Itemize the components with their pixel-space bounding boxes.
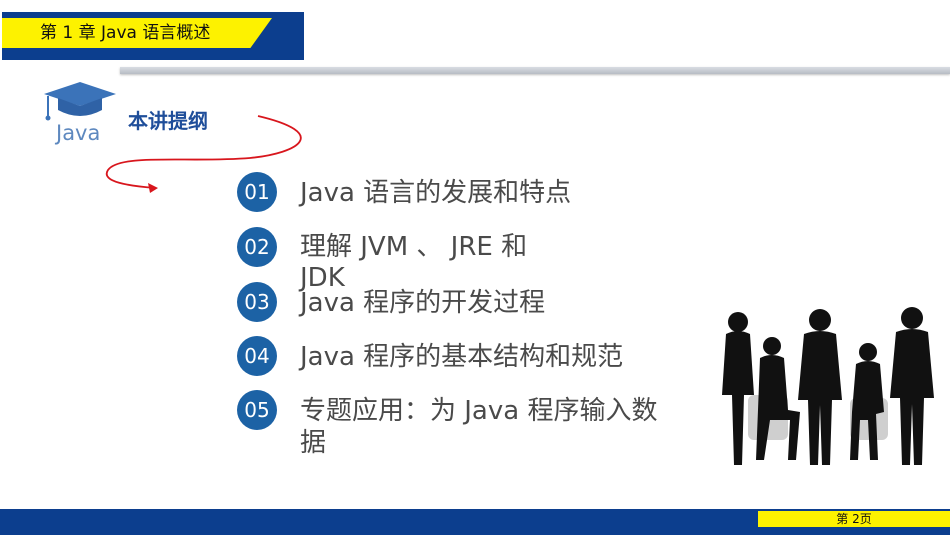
- outline-item-02-line1: 理解 JVM 、 JRE 和: [300, 232, 528, 262]
- outline-item-05-line2: 据: [300, 428, 327, 458]
- outline-number-05: 05: [237, 390, 277, 430]
- outline-number-02: 02: [237, 227, 277, 267]
- outline-item-04: Java 程序的基本结构和规范: [300, 342, 624, 372]
- outline-title: 本讲提纲: [128, 109, 208, 133]
- page-number: 第 2页: [758, 511, 950, 527]
- outline-item-05-line1: 专题应用：为 Java 程序输入数: [300, 396, 658, 426]
- outline-number-03: 03: [237, 282, 277, 322]
- outline-item-02-line2: JDK: [300, 263, 345, 293]
- header-banner: [2, 18, 272, 48]
- business-people-silhouette: [722, 307, 934, 465]
- header-divider: [120, 67, 950, 74]
- outline-item-03: Java 程序的开发过程: [300, 288, 546, 318]
- chapter-title: 第 1 章 Java 语言概述: [40, 23, 211, 43]
- java-logo-text: Java: [56, 121, 101, 145]
- graduation-cap-icon: [44, 82, 116, 121]
- outline-item-01: Java 语言的发展和特点: [300, 178, 572, 208]
- curved-arrow-icon: [105, 115, 302, 193]
- outline-number-01: 01: [237, 172, 277, 212]
- outline-number-04: 04: [237, 336, 277, 376]
